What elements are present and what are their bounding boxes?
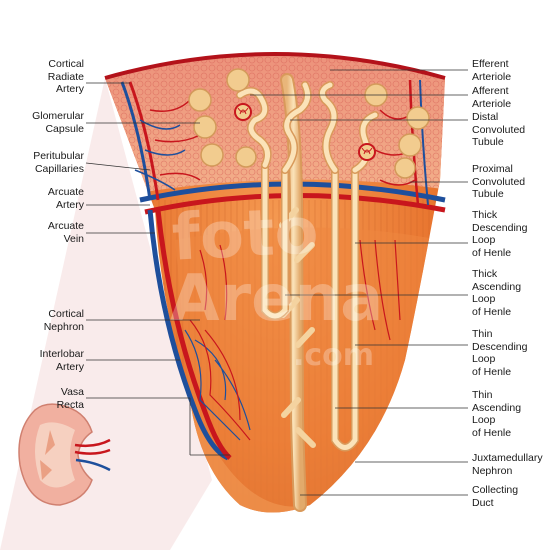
label-arcuate-vein: Arcuate Vein	[47, 220, 84, 245]
label-proximal-convoluted-tubule: Proximal Convoluted Tubule	[472, 163, 526, 200]
label-glomerular-capsule: Glomerular Capsule	[32, 110, 84, 135]
label-interlobar-artery: Interlobar Artery	[39, 348, 84, 373]
label-vasa-recta: Vasa Recta	[56, 386, 84, 411]
cortical-nephron-tubules	[236, 81, 312, 320]
vasa-recta-network	[184, 239, 401, 441]
label-distal-convoluted-tubule: Distal Convoluted Tubule	[472, 111, 526, 148]
label-cortical-radiate-artery: Cortical Radiate Artery	[47, 58, 84, 95]
label-juxtamedullary-nephron: Juxtamedullary Nephron	[472, 452, 543, 477]
left-leader-lines	[85, 82, 230, 456]
label-peritubular-capillaries: Peritubular Capillaries	[33, 150, 84, 175]
label-thick-ascending-loop: Thick Ascending Loop of Henle	[472, 268, 522, 318]
right-leader-lines	[250, 69, 468, 496]
label-arcuate-artery: Arcuate Artery	[47, 186, 84, 211]
label-afferent-arteriole: Afferent Arteriole	[472, 85, 512, 110]
glomerular-capsules	[188, 68, 430, 179]
label-efferent-arteriole: Efferent Arteriole	[472, 58, 512, 83]
cortical-vessels	[120, 79, 429, 206]
interlobar-vein-vessel	[147, 209, 230, 461]
label-collecting-duct: Collecting Duct	[472, 484, 519, 509]
label-cortical-nephron: Cortical Nephron	[43, 308, 84, 333]
label-thin-ascending-loop: Thin Ascending Loop of Henle	[472, 389, 522, 439]
label-thin-descending-loop: Thin Descending Loop of Henle	[472, 328, 528, 378]
interlobar-artery-vessel	[155, 209, 232, 460]
label-thick-descending-loop: Thick Descending Loop of Henle	[472, 209, 528, 259]
renal-capsule	[104, 52, 446, 80]
kidney-inset-icon	[18, 403, 111, 506]
